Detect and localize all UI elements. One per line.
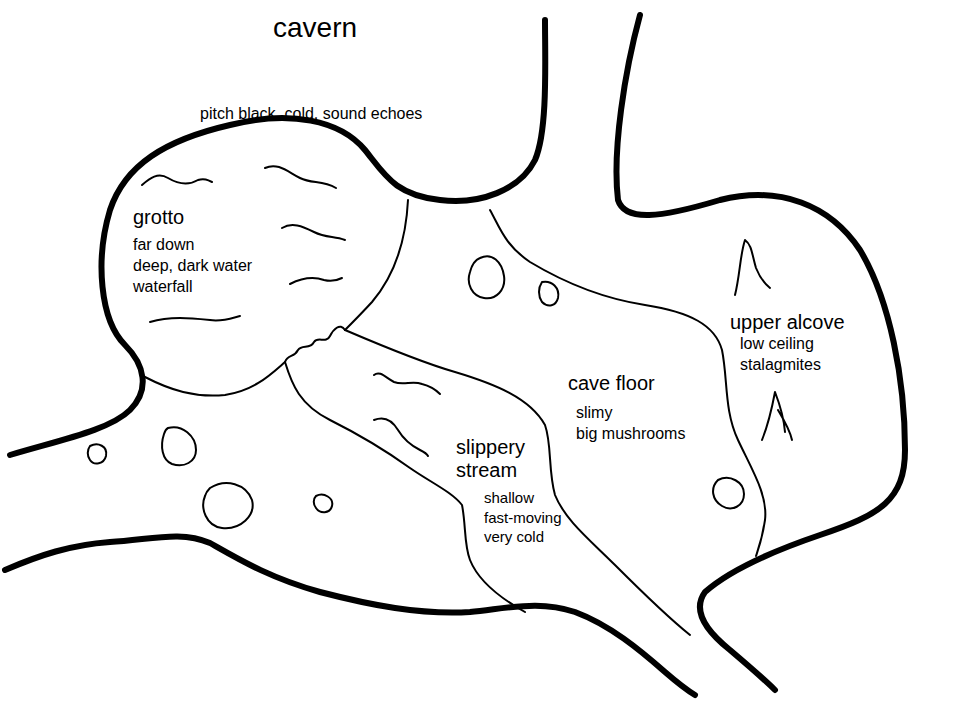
water-ripple [290, 278, 342, 284]
waterfall-line [285, 327, 345, 362]
region-name: grotto [133, 206, 257, 229]
stalagmite [762, 392, 792, 440]
region-name: slippery stream [456, 436, 546, 482]
region-boundary [145, 362, 285, 396]
region-note: slimy [576, 403, 690, 424]
rock [162, 427, 196, 465]
region-note: waterfall [133, 277, 257, 298]
region-boundary [285, 362, 525, 612]
rock [713, 478, 744, 508]
stalagmite [735, 240, 770, 295]
region-note: low ceiling [740, 334, 849, 355]
region-note: big mushrooms [576, 424, 690, 445]
water-ripple [142, 176, 212, 185]
cavern-wall [5, 536, 695, 695]
region-boundary [345, 200, 408, 330]
map-title: cavern [273, 10, 960, 46]
water-ripple [150, 316, 240, 322]
region-note: very cold [484, 527, 566, 547]
map-region: upper alcovelow ceilingstalagmites [730, 311, 849, 378]
water-ripple [265, 166, 336, 188]
region-note: stalagmites [740, 355, 849, 376]
stream-ripple [374, 418, 428, 456]
region-note: shallow [484, 488, 566, 508]
rock [539, 282, 558, 306]
region-note: deep, dark water [133, 256, 257, 277]
map-region: slippery stream shallowfast-movingvery co… [456, 436, 566, 549]
rock [88, 444, 107, 463]
map-region: cave floor slimybig mushrooms [568, 372, 690, 447]
region-note: fast-moving [484, 508, 566, 528]
map-note: pitch black, cold, sound echoes [200, 104, 960, 125]
map-region: grotto far downdeep, dark waterwaterfall [133, 206, 257, 300]
region-name: cave floor [568, 372, 690, 395]
water-ripple [282, 225, 345, 240]
region-boundary [345, 330, 690, 635]
cavern-wall [617, 15, 905, 690]
stream-ripple [374, 373, 440, 394]
rock [314, 495, 333, 513]
rock [469, 256, 504, 298]
rock [203, 483, 252, 528]
cavern-wall [10, 20, 545, 455]
region-name: upper alcove [730, 311, 849, 334]
region-note: far down [133, 235, 257, 256]
